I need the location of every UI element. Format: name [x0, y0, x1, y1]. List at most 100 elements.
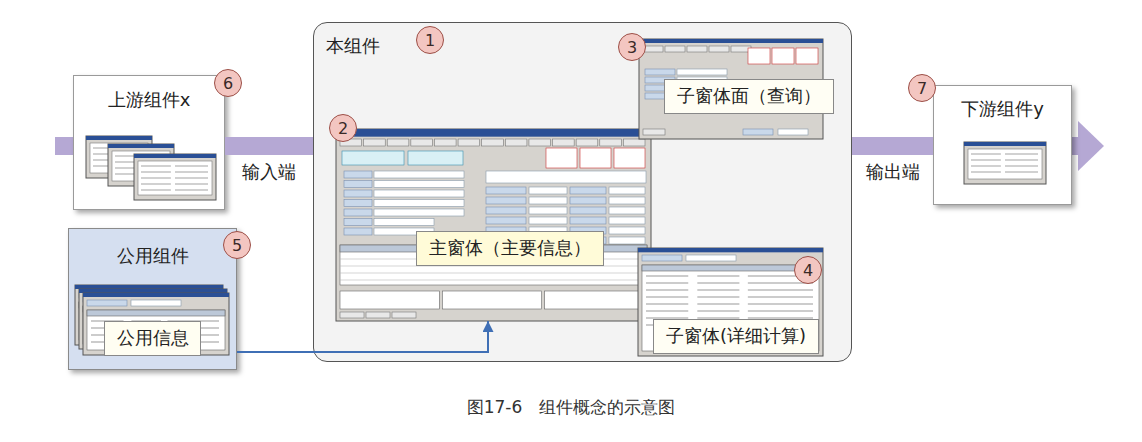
screen-line	[697, 276, 739, 277]
screen-line	[340, 273, 647, 274]
screen-element	[458, 139, 480, 146]
screen-element	[344, 209, 372, 216]
screen-element	[486, 171, 646, 183]
screen-element	[134, 154, 216, 158]
screen-element	[87, 300, 127, 306]
screen-line	[971, 154, 1001, 155]
callout-number: 3	[618, 33, 646, 61]
screen-element	[83, 293, 229, 355]
screen-line	[141, 190, 171, 191]
screen-element	[796, 48, 818, 64]
window-screenshot: 子窗体面（查询）	[639, 39, 843, 139]
screen-element	[623, 139, 645, 146]
screen-line	[697, 297, 739, 298]
node-title: 下游组件y	[961, 98, 1044, 121]
screen-line	[141, 178, 171, 179]
screen-element	[643, 46, 663, 52]
component-box: 下游组件y	[933, 85, 1072, 205]
screen-element	[387, 139, 409, 146]
screen-line	[646, 311, 688, 312]
screen-element	[609, 227, 645, 234]
screen-element	[408, 151, 463, 165]
screen-element	[344, 219, 372, 226]
screen-element	[374, 190, 464, 197]
screen-line	[748, 311, 813, 312]
callout-number: 1	[416, 26, 444, 54]
screen-element	[645, 69, 675, 75]
edge-label: 输入端	[242, 161, 296, 184]
screen-element	[639, 39, 823, 43]
screen-element	[75, 285, 223, 289]
screen-element	[665, 46, 685, 52]
screen-line	[340, 280, 647, 281]
callout-number: 2	[329, 114, 357, 142]
screen-element	[545, 291, 644, 309]
screen-element	[964, 142, 1046, 146]
screen-element	[778, 129, 808, 135]
component-box: 上游组件x	[73, 75, 225, 210]
screen-element	[600, 139, 622, 146]
screen-element	[392, 312, 416, 318]
screen-element	[529, 139, 551, 146]
screen-element	[968, 149, 1042, 179]
screen-element	[609, 187, 645, 194]
component-frame: 本组件主窗体（主要信息）子窗体面（查询）子窗体(详细计算)	[313, 22, 852, 362]
screen-element	[614, 148, 645, 168]
node-title: 公用信息	[117, 327, 189, 350]
screen-line	[697, 311, 739, 312]
screen-line	[175, 172, 208, 173]
screen-element	[87, 310, 225, 316]
callout-number: 7	[908, 74, 936, 102]
screen-element	[374, 209, 464, 216]
screen-element	[344, 171, 372, 178]
screen-element	[642, 265, 819, 271]
screen-element	[340, 291, 439, 309]
screen-element	[486, 187, 526, 194]
screen-element	[344, 190, 372, 197]
screen-element	[340, 312, 364, 318]
screen-line	[175, 190, 208, 191]
connector-arrow	[237, 321, 488, 352]
edge-label: 输出端	[866, 161, 920, 184]
screen-element	[529, 187, 567, 194]
screen-line	[1005, 172, 1038, 173]
screen-element	[108, 144, 174, 148]
screen-element	[83, 293, 229, 297]
screen-element	[964, 142, 1046, 184]
screen-element	[374, 171, 464, 178]
screen-element	[434, 139, 456, 146]
screen-line	[748, 290, 813, 291]
screen-line	[697, 290, 739, 291]
screen-element	[643, 129, 665, 135]
screen-line	[175, 166, 208, 167]
screen-line	[646, 304, 688, 305]
screen-element	[748, 48, 770, 64]
screen-element	[687, 46, 707, 52]
screen-line	[1005, 160, 1038, 161]
screen-element	[366, 312, 390, 318]
screen-element	[482, 139, 504, 146]
screen-element	[553, 139, 575, 146]
window-screenshot: 主窗体（主要信息）	[336, 129, 651, 321]
screen-element	[677, 69, 727, 75]
screen-element	[529, 207, 567, 214]
screen-line	[141, 172, 171, 173]
screen-line	[141, 166, 171, 167]
screen-element	[638, 248, 823, 356]
callout-number: 6	[214, 69, 242, 97]
screen-line	[1005, 154, 1038, 155]
screen-element	[344, 228, 372, 235]
screen-element	[529, 197, 567, 204]
screen-line	[175, 178, 208, 179]
screen-element	[364, 139, 386, 146]
screen-line	[175, 184, 208, 185]
screen-element	[486, 217, 526, 224]
screen-line	[646, 297, 688, 298]
screen-element	[342, 151, 404, 165]
screen-line	[340, 266, 647, 267]
node-title: 公用组件	[117, 245, 189, 268]
figure-caption: 图17-6 组件概念的示意图	[0, 397, 1142, 418]
screen-element	[609, 237, 645, 244]
flow-band	[852, 137, 933, 155]
